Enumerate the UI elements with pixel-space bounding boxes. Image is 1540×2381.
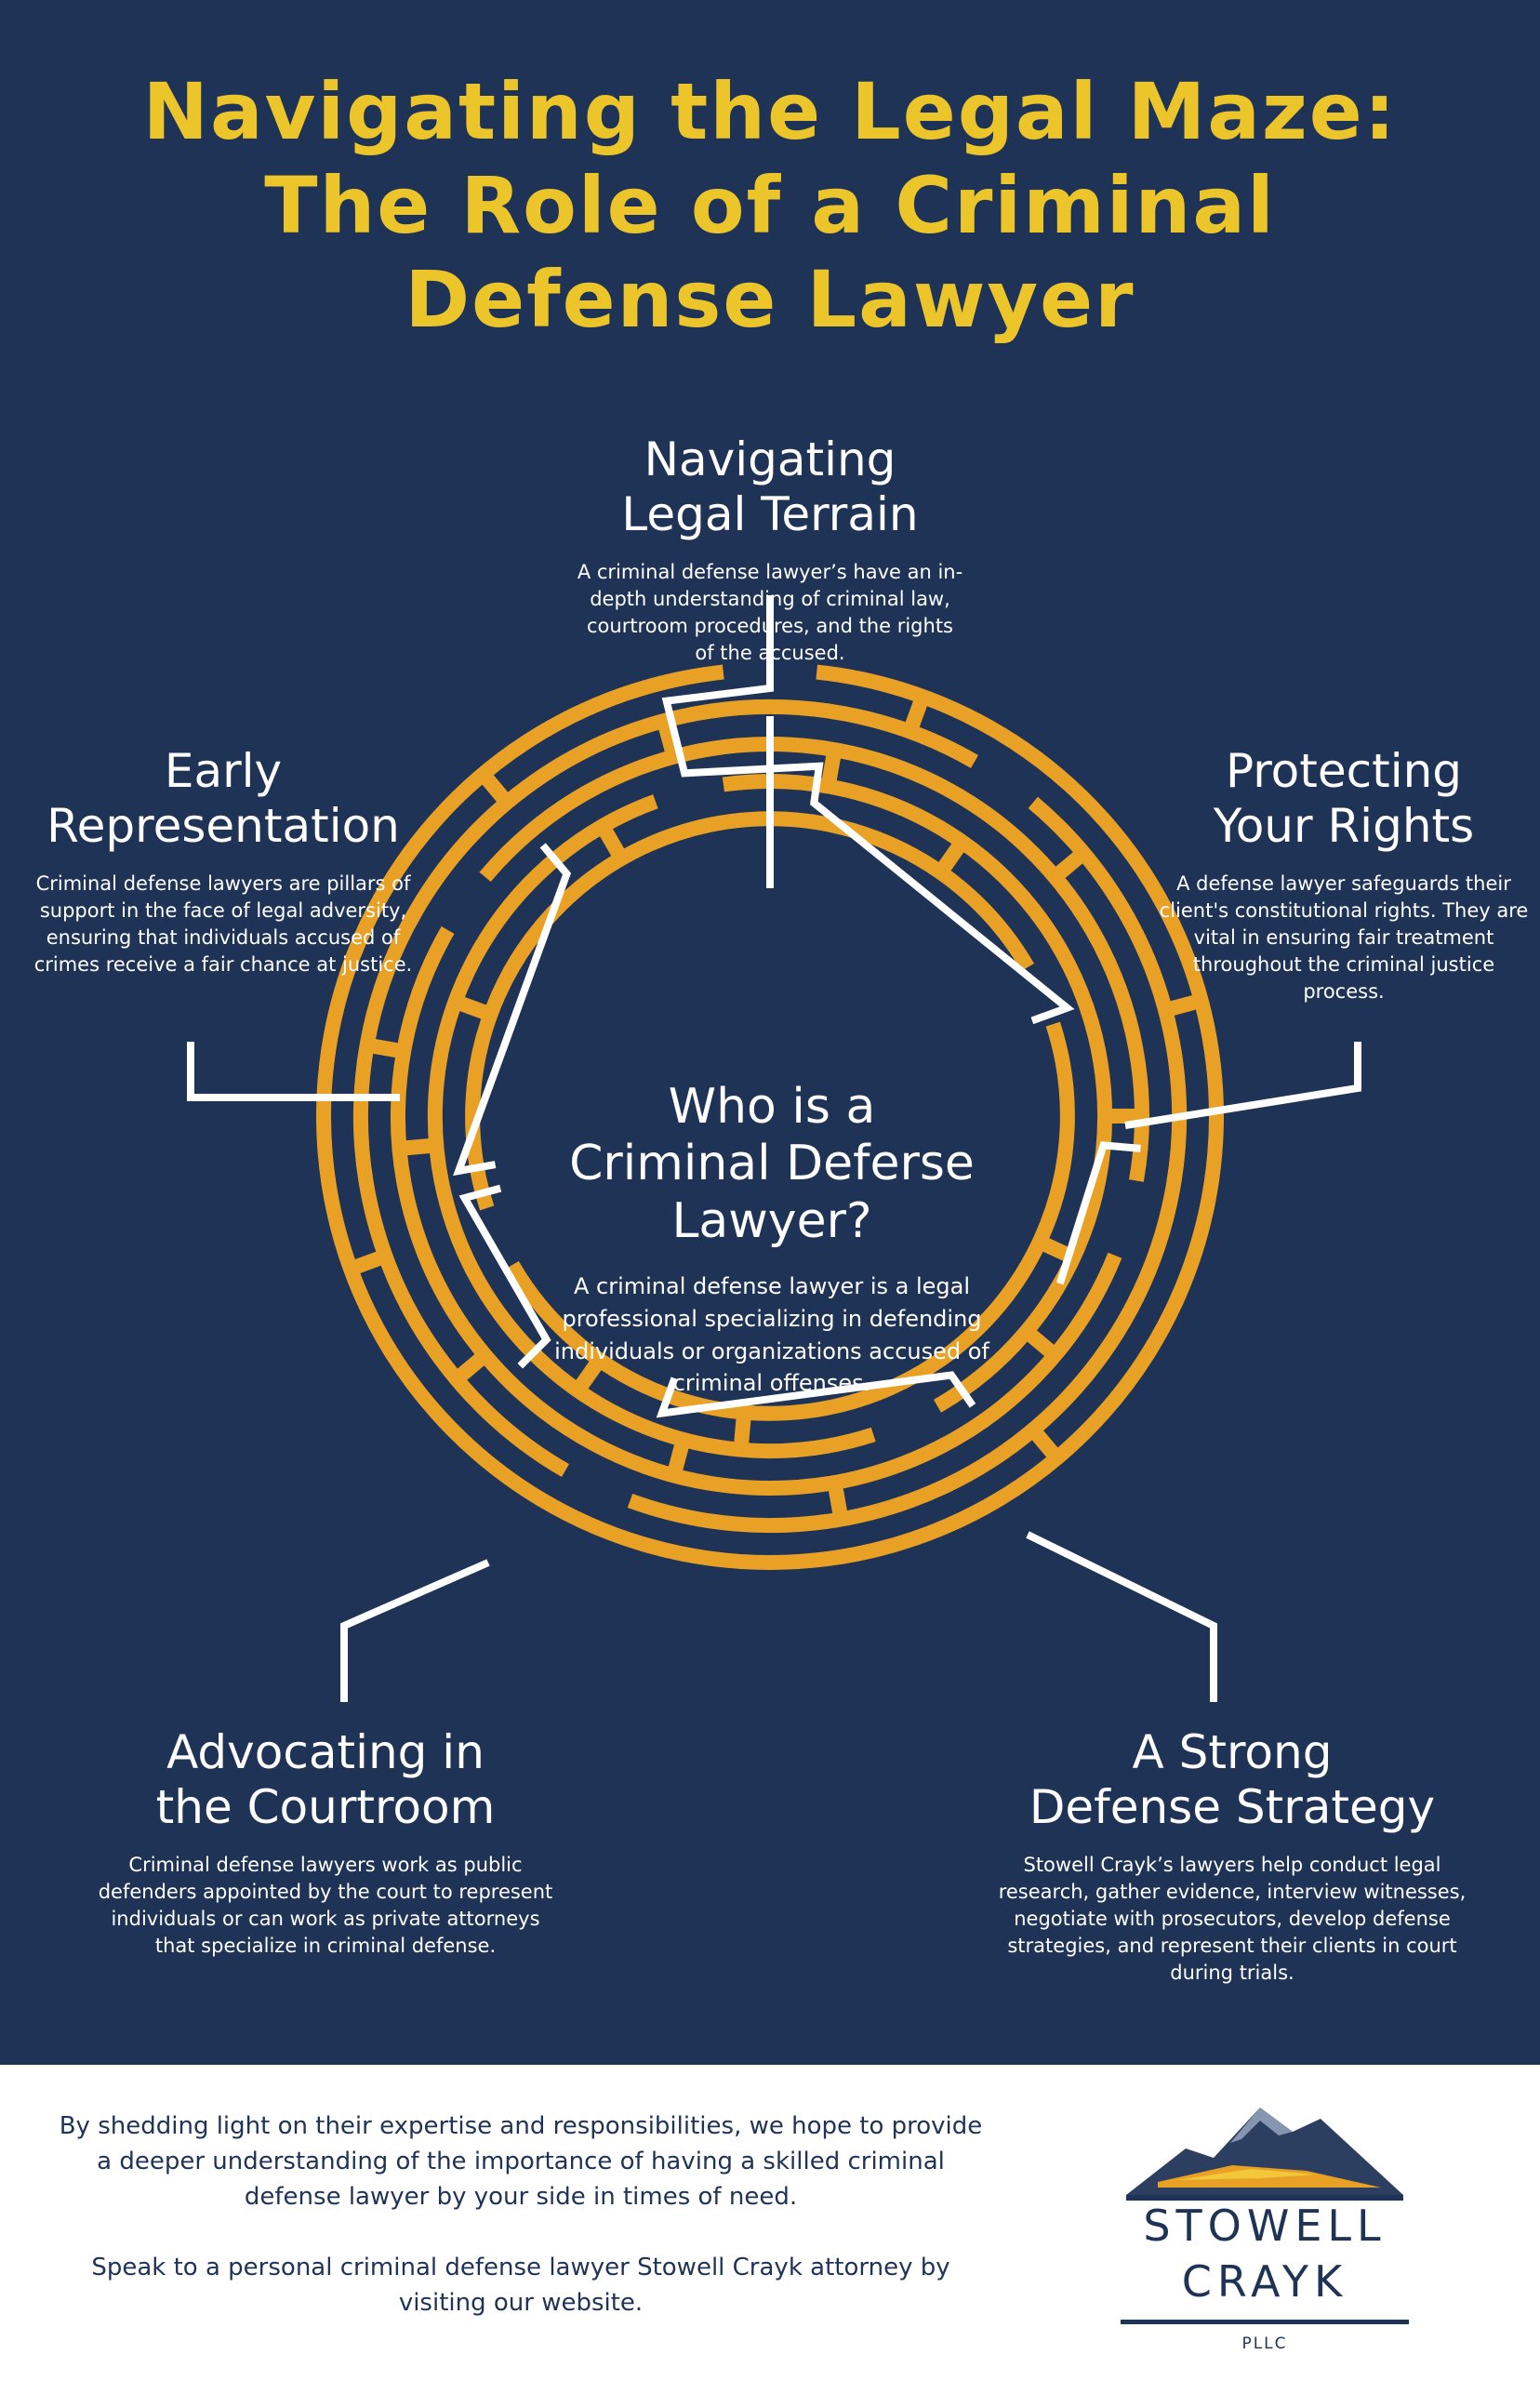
title-line: Defense Lawyer <box>405 253 1135 345</box>
section-heading: A Strong Defense Strategy <box>986 1725 1479 1835</box>
heading-line: Lawyer? <box>671 1192 872 1249</box>
maze-wall <box>452 994 494 1022</box>
section-heading: Advocating in the Courtroom <box>93 1725 558 1835</box>
maze-wall <box>666 1437 691 1478</box>
heading-line: Early <box>164 744 283 798</box>
maze-ring-arc <box>465 811 1035 1211</box>
logo-wordmark-line: CRAYK <box>1181 2256 1348 2307</box>
heading-line: Criminal Deferse <box>569 1136 975 1192</box>
heading-line: Representation <box>46 799 400 853</box>
mountain-icon <box>1126 2108 1403 2201</box>
section-navigating-legal-terrain: Navigating Legal Terrain A criminal defe… <box>577 432 963 667</box>
heading-line: Protecting <box>1225 744 1463 798</box>
footer-paragraph: By shedding light on their expertise and… <box>59 2112 983 2211</box>
section-body: Criminal defense lawyers work as public … <box>98 1854 553 1957</box>
heading-line: the Courtroom <box>155 1780 496 1834</box>
title-line: Navigating the Legal Maze: <box>142 66 1398 157</box>
maze-wall <box>902 694 930 735</box>
section-body: A criminal defense lawyer is a legal pro… <box>554 1273 989 1397</box>
stowell-crayk-logo: STOWELL CRAYK PLLC <box>1121 2091 1409 2361</box>
section-heading: Early Representation <box>19 744 428 854</box>
heading-line: Your Rights <box>1213 799 1475 853</box>
maze-path-segment <box>661 595 1075 1025</box>
section-early-representation: Early Representation Criminal defense la… <box>19 744 428 978</box>
maze-wall <box>934 837 969 877</box>
maze-wall <box>596 822 628 862</box>
maze-solution-path <box>453 595 1141 1418</box>
connector-line <box>1026 1531 1217 1702</box>
logo-rule <box>1121 2320 1409 2324</box>
section-advocating-in-the-courtroom: Advocating in the Courtroom Criminal def… <box>93 1725 558 1960</box>
maze-wall <box>365 1037 405 1059</box>
section-who-is-a-criminal-defense-lawyer: Who is a Criminal Deferse Lawyer? A crim… <box>544 1079 1000 1400</box>
section-body: A criminal defense lawyer’s have an in-d… <box>577 561 963 664</box>
section-heading: Navigating Legal Terrain <box>577 432 963 542</box>
heading-line: Who is a <box>668 1079 876 1135</box>
heading-line: Navigating <box>644 432 896 486</box>
maze-wall <box>827 1481 849 1521</box>
heading-line: Legal Terrain <box>621 487 919 541</box>
footer <box>0 2065 1540 2381</box>
section-body: Criminal defense lawyers are pillars of … <box>33 872 413 976</box>
maze-ring-arc <box>722 773 1113 1413</box>
connector-line <box>1124 1042 1361 1129</box>
maze-wall <box>820 748 843 788</box>
footer-cta: Speak to a personal criminal defense law… <box>91 2253 950 2317</box>
maze-path-segment <box>656 1371 976 1418</box>
logo-subtitle: PLLC <box>1241 2334 1288 2353</box>
maze-ring-arc <box>479 737 1149 1182</box>
maze-ring-arc <box>352 698 978 1478</box>
maze-wall <box>398 1137 438 1156</box>
connector-lines <box>187 716 1361 1702</box>
maze-ring-arc <box>427 794 876 1459</box>
section-heading: Who is a Criminal Deferse Lawyer? <box>544 1079 1000 1250</box>
heading-line: Defense Strategy <box>1029 1780 1436 1834</box>
maze-wall <box>1050 847 1089 884</box>
section-a-strong-defense-strategy: A Strong Defense Strategy Stowell Crayk’… <box>986 1725 1479 1987</box>
maze-wall <box>1027 1424 1063 1463</box>
maze-path-segment <box>1055 1141 1141 1285</box>
maze-path-segment <box>453 843 572 1177</box>
footer-text: By shedding light on their expertise and… <box>56 2109 986 2321</box>
section-protecting-your-rights: Protecting Your Rights A defense lawyer … <box>1158 744 1530 1005</box>
maze-wall <box>657 718 682 759</box>
maze-wall <box>348 1248 389 1276</box>
title-line: The Role of a Criminal <box>264 159 1276 251</box>
maze-wall <box>451 1349 490 1385</box>
maze-graphic <box>187 595 1361 1702</box>
connector-line <box>340 1559 490 1702</box>
page-title: Navigating the Legal Maze: The Role of a… <box>56 65 1484 346</box>
section-body: A defense lawyer safeguards their client… <box>1159 872 1529 1003</box>
maze-wall <box>571 1355 606 1395</box>
connector-line <box>187 1042 400 1101</box>
maze-ring-arc <box>505 1021 1075 1421</box>
maze-wall <box>477 769 513 808</box>
section-body: Stowell Crayk’s lawyers help conduct leg… <box>998 1854 1467 1984</box>
heading-line: Advocating in <box>166 1725 485 1779</box>
maze-wall <box>1021 1325 1060 1362</box>
section-heading: Protecting Your Rights <box>1158 744 1530 854</box>
maze-ring-arc <box>391 926 1122 1496</box>
logo-wordmark-line: STOWELL <box>1143 2201 1387 2251</box>
poster-background <box>0 0 1540 2065</box>
maze-wall <box>1162 993 1203 1018</box>
maze-ring-arc <box>316 664 1224 1570</box>
maze-wall <box>733 1412 752 1451</box>
maze-path-segment <box>458 1184 551 1369</box>
heading-line: A Strong <box>1132 1725 1333 1779</box>
maze-rings <box>316 664 1224 1570</box>
maze-ring-arc <box>627 796 1188 1534</box>
